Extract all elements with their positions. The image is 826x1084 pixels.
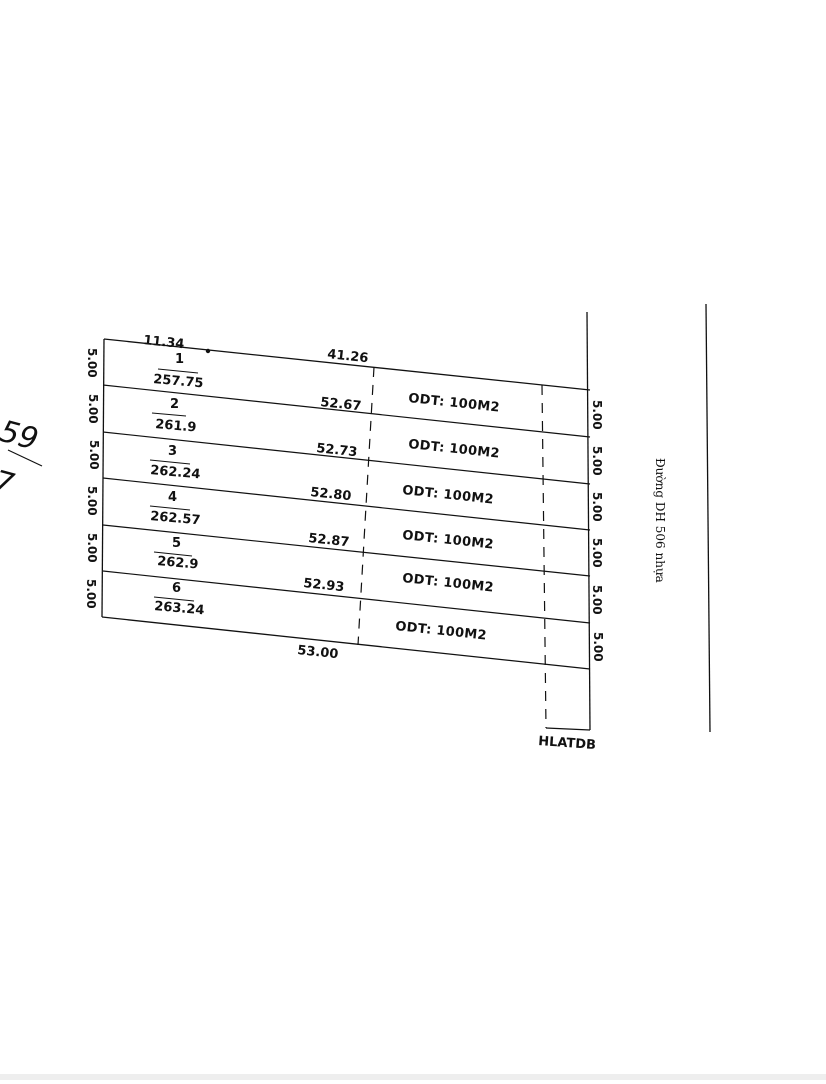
lot-fraction-line-5 bbox=[153, 551, 193, 557]
lot-area-4: 262.57 bbox=[150, 509, 201, 528]
hlatdb-label: HLATDB bbox=[538, 734, 597, 753]
left-width-6: 5.00 bbox=[84, 579, 98, 609]
lot-fraction-line-3 bbox=[149, 459, 191, 465]
lot-area-3: 262.24 bbox=[150, 463, 201, 482]
left-width-4: 5.00 bbox=[85, 486, 99, 516]
lot-fraction-line-1 bbox=[157, 368, 199, 374]
lot-area-5: 262.9 bbox=[157, 554, 199, 573]
right-width-2: 5.00 bbox=[590, 446, 604, 476]
lot-zone-4: ODT: 100M2 bbox=[402, 483, 495, 508]
bottom-length-label: 53.00 bbox=[297, 643, 339, 662]
corner-line bbox=[7, 449, 43, 467]
lot-zone-2: ODT: 100M2 bbox=[408, 391, 501, 416]
left-width-5: 5.00 bbox=[85, 533, 99, 563]
right-width-1: 5.00 bbox=[590, 400, 604, 430]
lot-number-6: 6 bbox=[172, 581, 181, 596]
road-edge bbox=[705, 303, 711, 733]
lot-divider-5 bbox=[102, 570, 591, 624]
bottom-scroll-strip bbox=[0, 1074, 826, 1080]
top-boundary bbox=[103, 338, 591, 391]
lot-length-3: 52.73 bbox=[316, 441, 358, 460]
bottom-boundary bbox=[101, 616, 591, 670]
lot-length-2: 52.67 bbox=[320, 395, 362, 414]
right-width-4: 5.00 bbox=[590, 538, 604, 568]
lot-divider-4 bbox=[102, 524, 591, 577]
lot-fraction-line-4 bbox=[149, 505, 191, 511]
lot-area-6: 263.24 bbox=[154, 599, 205, 618]
lot-number-5: 5 bbox=[172, 536, 181, 551]
left-width-2: 5.00 bbox=[86, 394, 100, 424]
lot-length-6: 52.93 bbox=[303, 576, 345, 595]
lot-area-1: 257.75 bbox=[153, 372, 204, 391]
lot-divider-1 bbox=[102, 384, 591, 438]
lot-fraction-line-2 bbox=[151, 412, 187, 417]
boundary-point bbox=[205, 348, 211, 354]
corner-number-top: 59 bbox=[0, 414, 42, 458]
lot-length-4: 52.80 bbox=[310, 485, 352, 504]
hlatdb-tick bbox=[545, 727, 591, 731]
setback-line-hlatdb bbox=[541, 384, 547, 729]
lot-divider-2 bbox=[102, 431, 591, 485]
lot-fraction-line-6 bbox=[153, 596, 195, 602]
lot-length-5: 52.87 bbox=[308, 531, 350, 550]
right-width-3: 5.00 bbox=[590, 492, 604, 522]
lot-number-1: 1 bbox=[175, 352, 184, 367]
lot-number-2: 2 bbox=[170, 397, 179, 412]
road-label: Đường DH 506 nhựa bbox=[653, 458, 667, 583]
right-width-6: 5.00 bbox=[591, 632, 605, 662]
extra-zone-label: ODT: 100M2 bbox=[395, 619, 488, 644]
lot-number-3: 3 bbox=[168, 444, 177, 459]
lot-divider-3 bbox=[102, 477, 591, 531]
left-width-3: 5.00 bbox=[87, 440, 101, 470]
left-width-1: 5.00 bbox=[85, 348, 99, 378]
lot-number-4: 4 bbox=[168, 490, 177, 505]
lot-zone-3: ODT: 100M2 bbox=[408, 437, 501, 462]
lot-zone-6: ODT: 100M2 bbox=[402, 571, 495, 596]
right-width-5: 5.00 bbox=[590, 585, 604, 615]
corner-number-bottom: 7 bbox=[0, 464, 17, 503]
top-segment-left-label: 11.34 bbox=[143, 333, 185, 352]
top-segment-right-label: 41.26 bbox=[327, 347, 369, 366]
right-boundary bbox=[586, 311, 591, 731]
lot-area-2: 261.9 bbox=[155, 417, 197, 436]
lot-zone-5: ODT: 100M2 bbox=[402, 528, 495, 553]
